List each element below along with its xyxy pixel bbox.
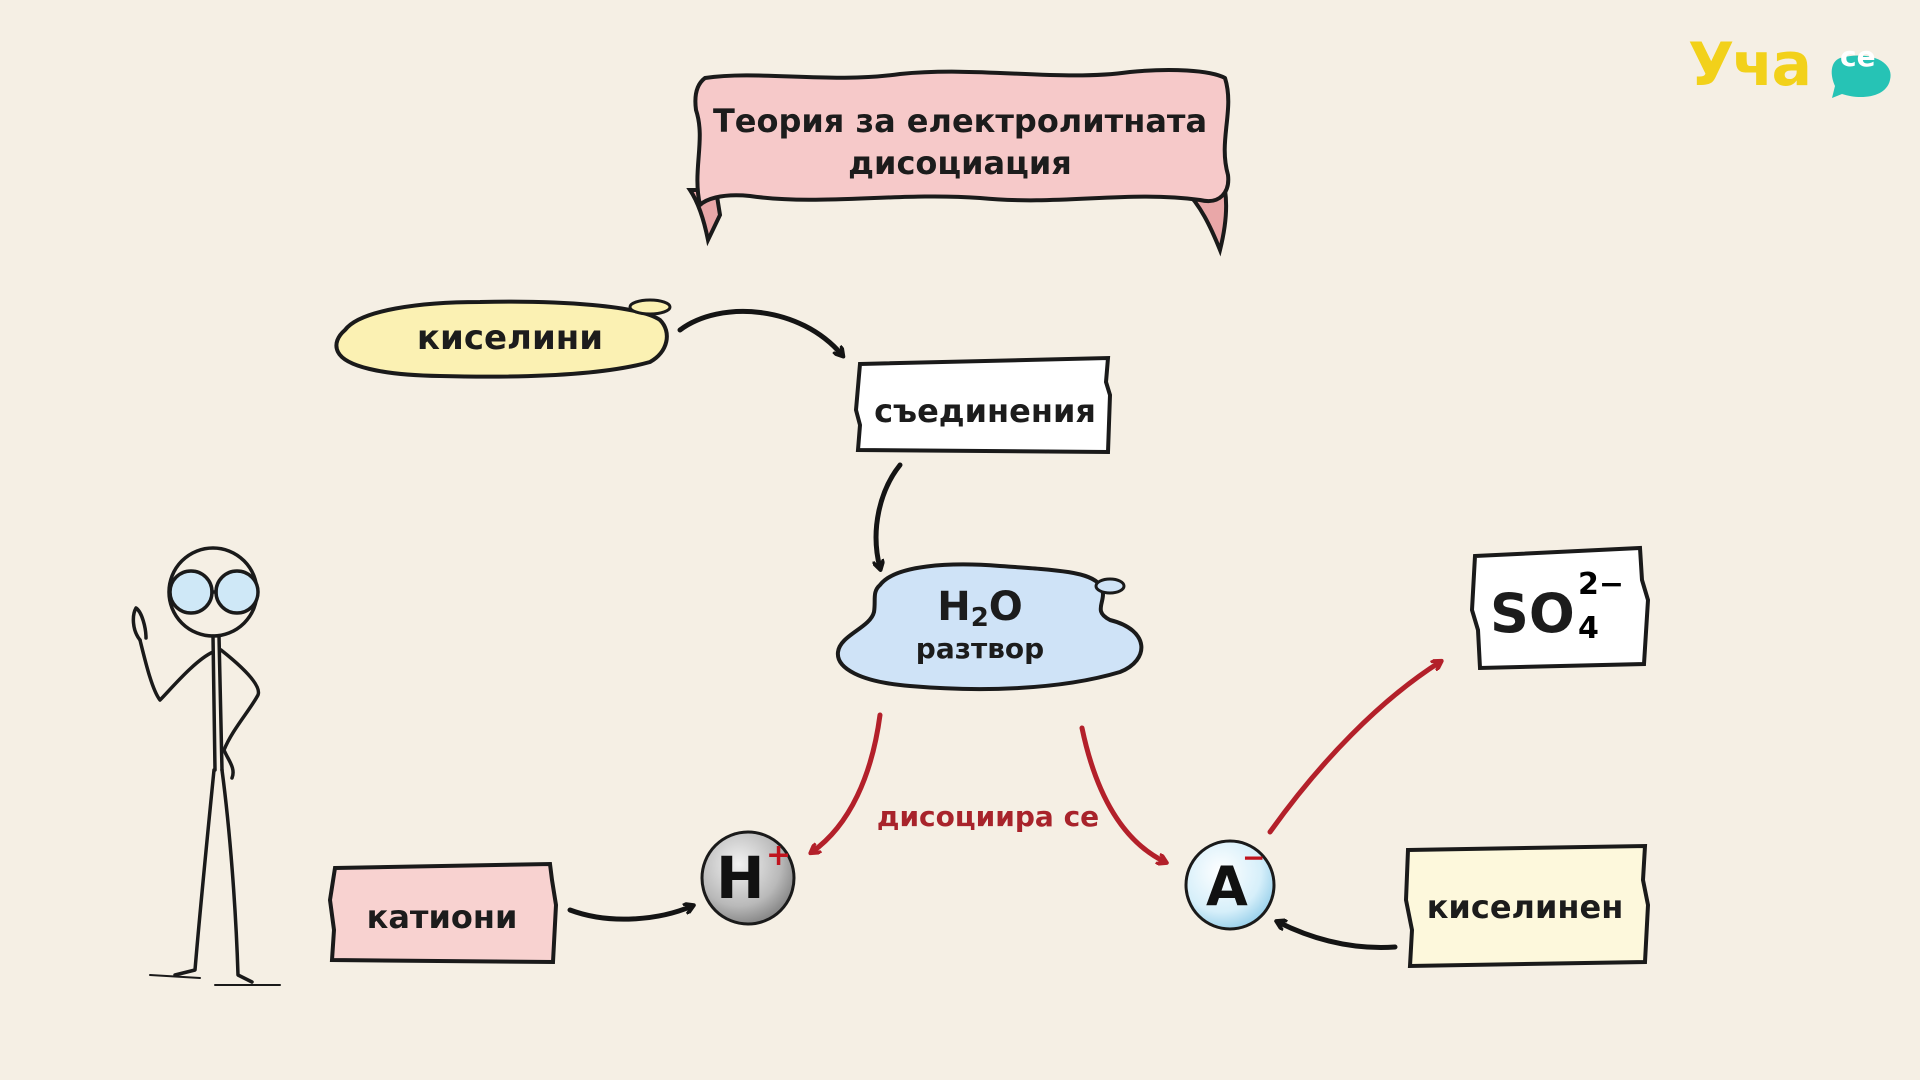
water-formula-o: O bbox=[988, 584, 1023, 630]
brand-logo: Уча се bbox=[1688, 30, 1876, 100]
arrow-water-to-hydrogen bbox=[812, 712, 883, 852]
water-formula: H2O bbox=[880, 584, 1080, 633]
anion-charge: − bbox=[1242, 841, 1266, 874]
acids-blob bbox=[334, 298, 672, 379]
anion-symbol: A bbox=[1206, 855, 1248, 918]
acidic-box bbox=[1403, 843, 1651, 969]
arrow-acids-to-compounds bbox=[677, 309, 842, 355]
hydrogen-ion: H + bbox=[702, 832, 794, 924]
acidic-label: киселинен bbox=[1426, 888, 1624, 926]
water-formula-sub: 2 bbox=[970, 603, 989, 633]
hydrogen-ion-sphere bbox=[700, 830, 796, 926]
anion-sphere bbox=[1184, 839, 1276, 931]
compounds-box bbox=[853, 355, 1113, 455]
logo-badge-text: се bbox=[1840, 40, 1876, 73]
sulfate-sub: 4 bbox=[1578, 611, 1599, 646]
page-title: Теория за електролитната дисоциация bbox=[700, 100, 1220, 184]
title-line-2: дисоциация bbox=[848, 144, 1072, 182]
sulfate-formula: SO 2− 4 bbox=[1490, 570, 1630, 654]
acids-label: киселини bbox=[416, 318, 604, 358]
dissociates-label: дисоциира се bbox=[876, 800, 1100, 833]
cations-box bbox=[327, 861, 559, 965]
hydrogen-symbol: H bbox=[716, 844, 765, 912]
hydrogen-charge: + bbox=[766, 838, 792, 873]
arrow-cations-to-hydrogen bbox=[567, 906, 692, 922]
logo-text: Уча bbox=[1688, 30, 1812, 100]
water-blob bbox=[835, 562, 1144, 692]
sulfate-box bbox=[1469, 545, 1651, 671]
sulfate-main: SO bbox=[1490, 582, 1575, 645]
logo-badge-shape bbox=[1831, 55, 1891, 98]
arrow-anion-to-sulfate bbox=[1267, 662, 1440, 835]
water-label: разтвор bbox=[915, 632, 1045, 665]
title-line-1: Теория за електролитната bbox=[712, 102, 1208, 140]
water-formula-h: H bbox=[937, 584, 971, 630]
compounds-label: съединения bbox=[874, 392, 1096, 430]
cations-label: катиони bbox=[366, 898, 518, 936]
arrow-water-to-anion bbox=[1079, 725, 1165, 862]
arrow-compounds-to-water bbox=[876, 462, 903, 568]
sulfate-charge: 2− bbox=[1578, 567, 1625, 602]
anion: A − bbox=[1186, 841, 1274, 929]
arrow-acidic-to-anion bbox=[1278, 922, 1398, 950]
title-scroll bbox=[686, 68, 1231, 257]
stick-figure bbox=[131, 546, 281, 986]
